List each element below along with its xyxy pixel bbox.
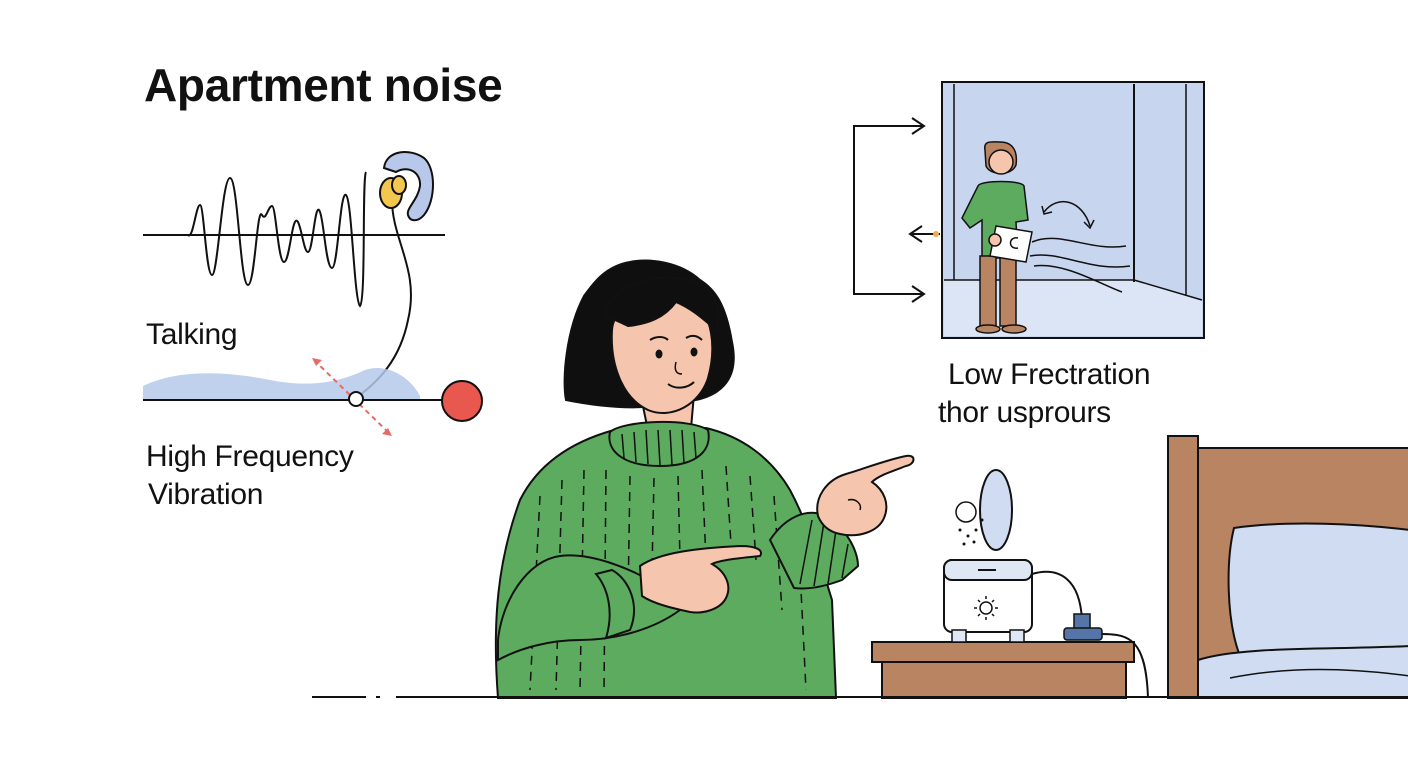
cuff-ribs [799, 519, 849, 587]
earplug-icon [379, 151, 434, 222]
bed [1167, 435, 1408, 699]
eye-left [655, 349, 663, 359]
humidifier [943, 469, 1149, 699]
label-low-frequency: Low Frectration [948, 358, 1151, 391]
pointing-hand [816, 454, 915, 537]
label-high-frequency: High Frequency [146, 440, 354, 473]
wave-icon [187, 171, 367, 308]
label-talking: Talking [146, 318, 238, 351]
sound-wave-diagram [143, 171, 445, 399]
blanket [1197, 645, 1408, 699]
bedside-table [871, 641, 1135, 699]
knit-texture [529, 465, 807, 691]
smile [667, 381, 695, 389]
arrow-icon [853, 117, 940, 303]
eye-right [690, 347, 698, 357]
red-dot [441, 380, 483, 422]
woman-figure [494, 259, 915, 699]
small-person [961, 141, 1033, 334]
vibration-diagram [143, 358, 483, 436]
pillow [1227, 522, 1408, 665]
airflow-lines [1029, 201, 1131, 293]
page-title: Apartment noise [144, 59, 503, 111]
label-low-line2: thor usprours [938, 396, 1111, 429]
window-scene [941, 81, 1205, 339]
label-vibration: Vibration [148, 478, 264, 511]
vibration-node [348, 391, 364, 407]
sun-icon [974, 596, 998, 620]
collar-ribs [621, 429, 697, 466]
